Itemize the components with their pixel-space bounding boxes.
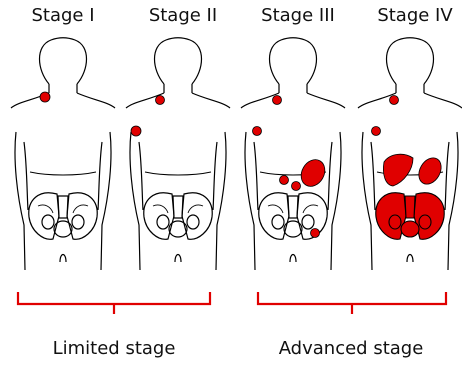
body-outline	[241, 38, 345, 270]
shoulders-outline	[358, 93, 462, 108]
limited-stage-label: Limited stage	[34, 338, 194, 359]
lesion-left-neck	[40, 92, 50, 102]
bracket-advanced-stage	[258, 292, 446, 314]
genital-outline	[407, 255, 413, 263]
neck-outline	[279, 84, 307, 93]
lesion-left-neck	[390, 96, 399, 105]
torso-outline	[245, 132, 341, 270]
pelvis-outline	[144, 193, 212, 239]
body-outline	[11, 38, 115, 270]
shoulders-outline	[11, 93, 115, 108]
lesion-liver	[383, 154, 413, 186]
figure-stage-1	[11, 38, 115, 270]
shoulders-outline	[241, 93, 345, 108]
neck-outline	[396, 84, 424, 93]
lesion-abdominal-node-1	[280, 176, 289, 185]
neck-outline	[164, 84, 192, 93]
lesion-spleen	[414, 154, 445, 188]
lesion-left-neck	[273, 96, 282, 105]
lesion-inguinal-node	[311, 229, 320, 238]
waist-line	[145, 172, 211, 175]
neck-outline	[49, 84, 77, 93]
lesion-abdominal-node-2	[292, 182, 301, 191]
arm-inner-outline	[139, 142, 217, 210]
waist-line	[30, 172, 96, 175]
head-outline	[270, 38, 317, 84]
genital-outline	[175, 255, 181, 263]
figure-stage-2	[126, 38, 230, 270]
lesion-spleen	[296, 155, 329, 190]
pelvis-involved	[376, 193, 444, 239]
lesion-left-neck	[156, 96, 165, 105]
pelvis-outline	[29, 193, 97, 239]
shoulders-outline	[126, 93, 230, 108]
figure-stage-4	[358, 38, 462, 270]
head-outline	[40, 38, 87, 84]
torso-outline	[15, 132, 111, 270]
bracket-limited-stage	[18, 292, 210, 314]
lesion-left-axilla	[253, 127, 262, 136]
body-outline	[126, 38, 230, 270]
advanced-stage-label: Advanced stage	[256, 338, 446, 359]
arm-inner-outline	[24, 142, 102, 210]
torso-outline	[130, 132, 226, 270]
figure-stage-3	[241, 38, 345, 270]
head-outline	[387, 38, 434, 84]
genital-outline	[60, 255, 66, 263]
lesion-left-axilla	[372, 127, 381, 136]
head-outline	[155, 38, 202, 84]
lesion-left-axilla	[131, 126, 141, 136]
genital-outline	[290, 255, 296, 263]
